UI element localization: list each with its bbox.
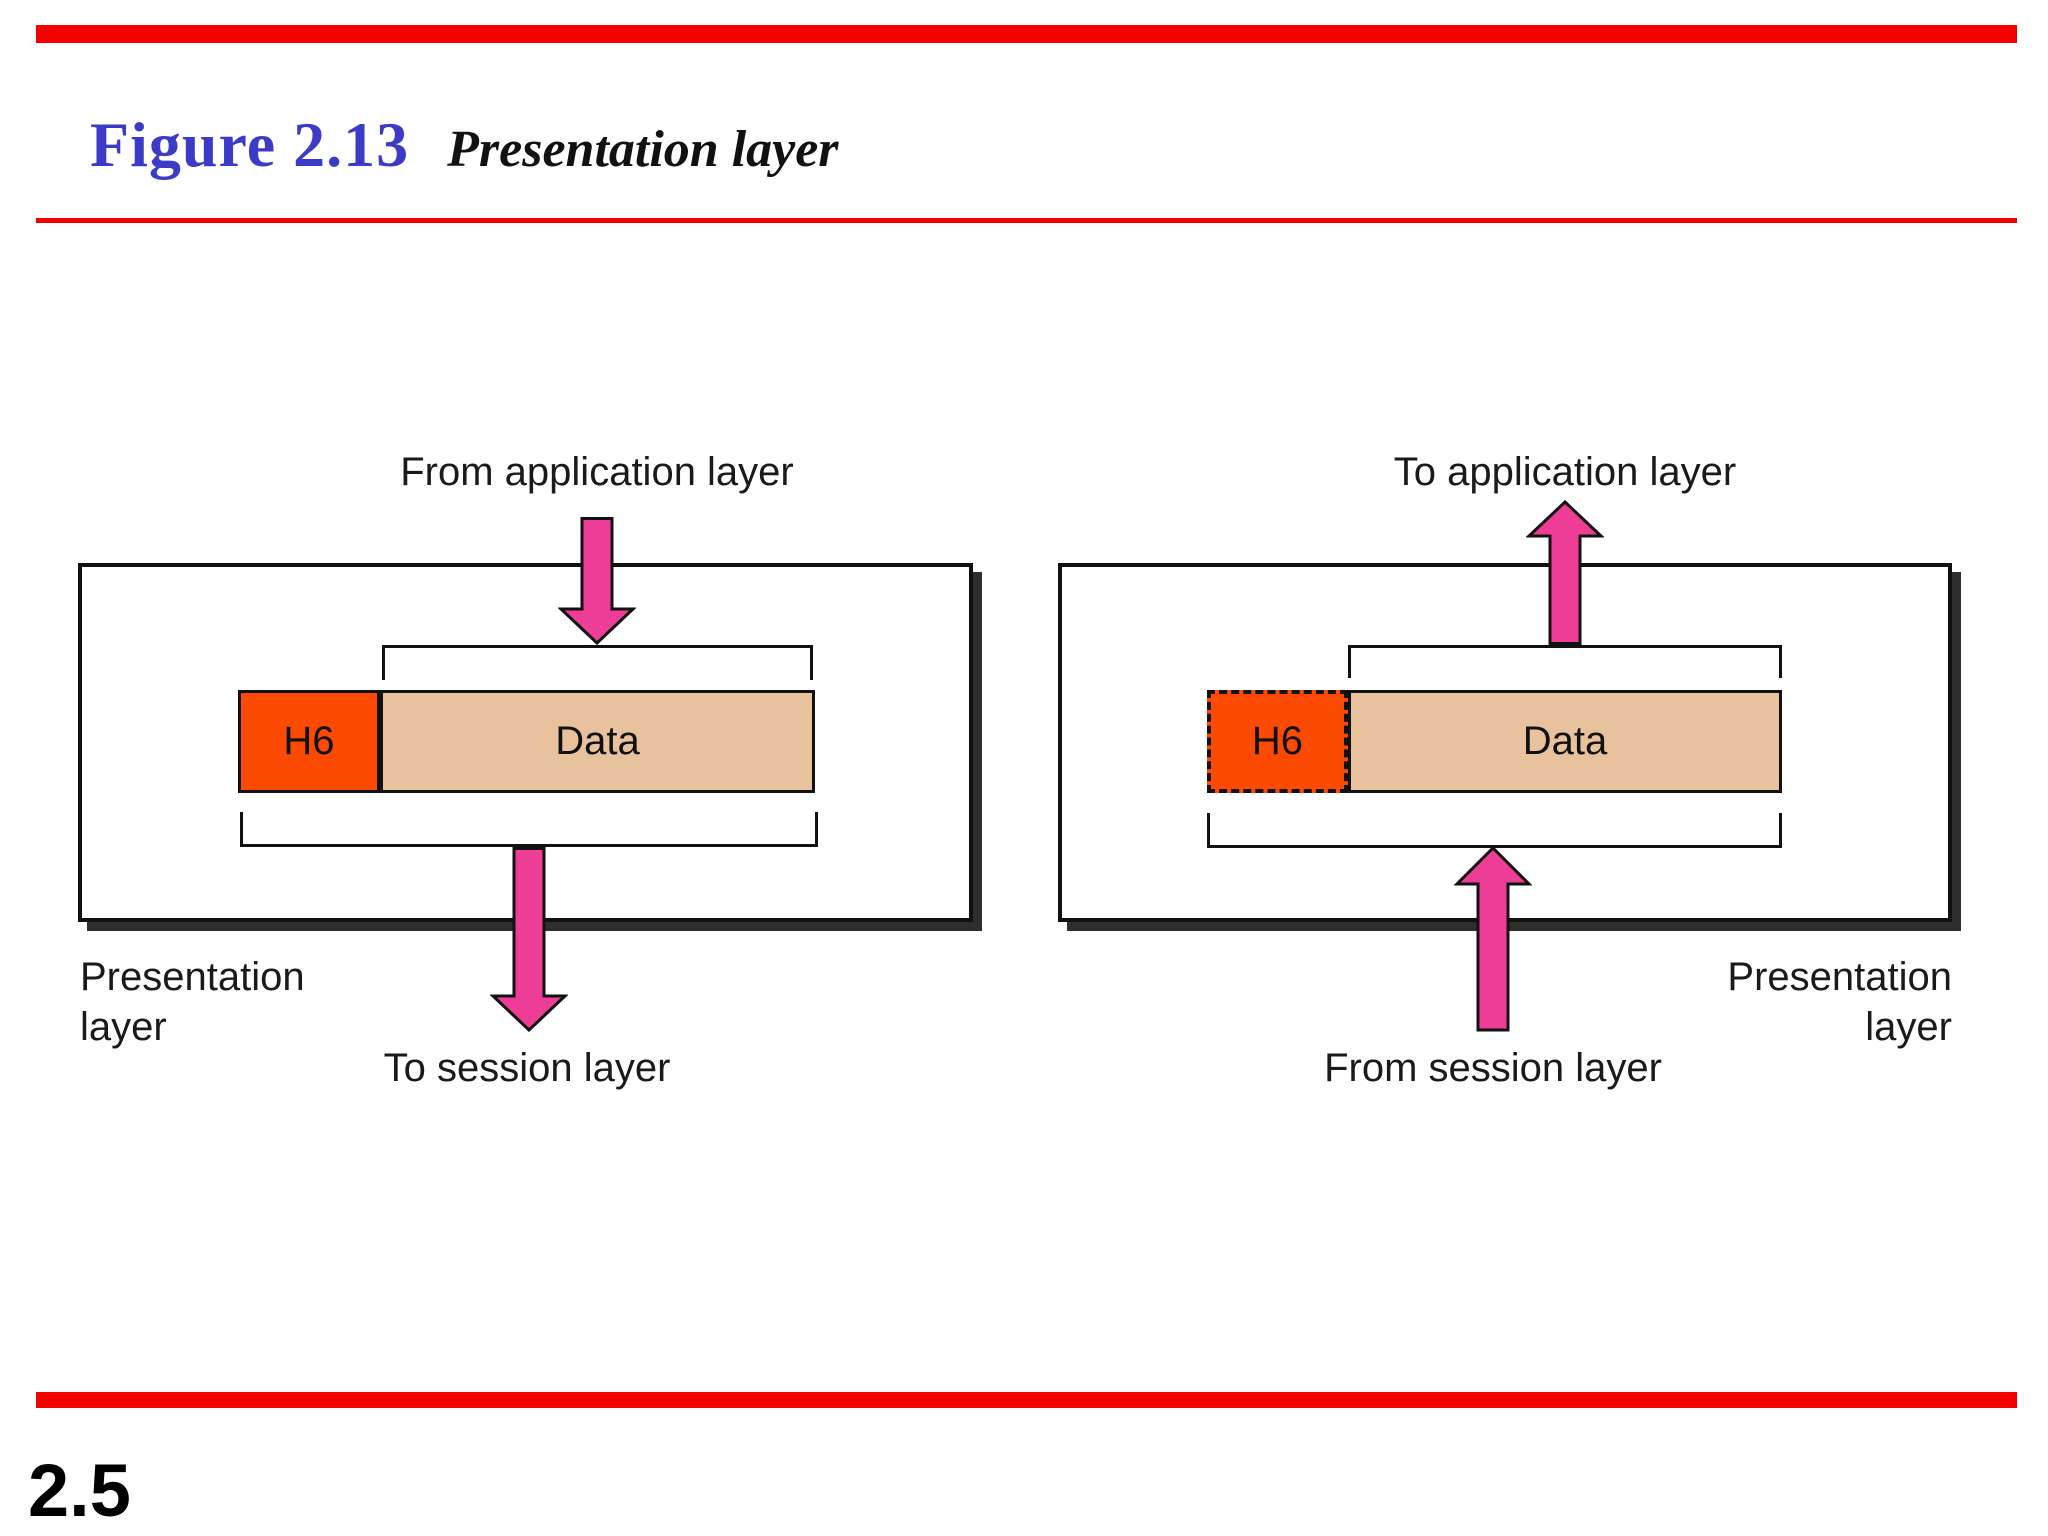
footer-rule — [36, 1392, 2017, 1408]
right-data-cell: Data — [1348, 690, 1782, 793]
left-from-application-label: From application layer — [400, 450, 794, 494]
right-data-bracket-top — [1348, 645, 1782, 678]
right-packet-bracket-bottom — [1207, 813, 1782, 848]
left-data-bracket-top — [382, 645, 813, 680]
right-caption-line2: layer — [1865, 1005, 1952, 1049]
right-from-session-label: From session layer — [1324, 1046, 1662, 1090]
page-number: 2.5 — [28, 1449, 131, 1532]
right-up-arrow-to-application-icon — [1526, 500, 1604, 645]
left-presentation-layer-caption: Presentation layer — [80, 952, 305, 1052]
figure-number: Figure 2.13 — [90, 109, 410, 180]
left-packet-bracket-bottom — [240, 812, 818, 847]
right-caption-line1: Presentation — [1727, 955, 1952, 999]
right-presentation-layer-caption: Presentation layer — [1652, 952, 1952, 1052]
left-to-session-label: To session layer — [383, 1046, 671, 1090]
left-caption-line1: Presentation — [80, 955, 305, 999]
left-caption-line2: layer — [80, 1005, 167, 1049]
left-h6-label: H6 — [283, 719, 335, 763]
left-down-arrow-to-session-icon — [490, 847, 568, 1032]
header-bottom-rule — [36, 218, 2017, 223]
figure-title: Presentation layer — [447, 121, 839, 178]
right-data-label: Data — [1522, 719, 1608, 763]
left-down-arrow-from-application-icon — [558, 517, 636, 645]
left-data-cell: Data — [380, 690, 815, 793]
left-h6-header-cell: H6 — [238, 690, 380, 793]
right-up-arrow-from-session-icon — [1454, 846, 1532, 1032]
right-h6-header-cell-dashed: H6 — [1207, 690, 1348, 793]
left-data-label: Data — [555, 719, 640, 763]
header-top-rule — [36, 25, 2017, 43]
figure-heading: Figure 2.13 Presentation layer — [90, 108, 839, 182]
right-to-application-label: To application layer — [1393, 450, 1737, 494]
right-h6-label: H6 — [1251, 719, 1304, 763]
